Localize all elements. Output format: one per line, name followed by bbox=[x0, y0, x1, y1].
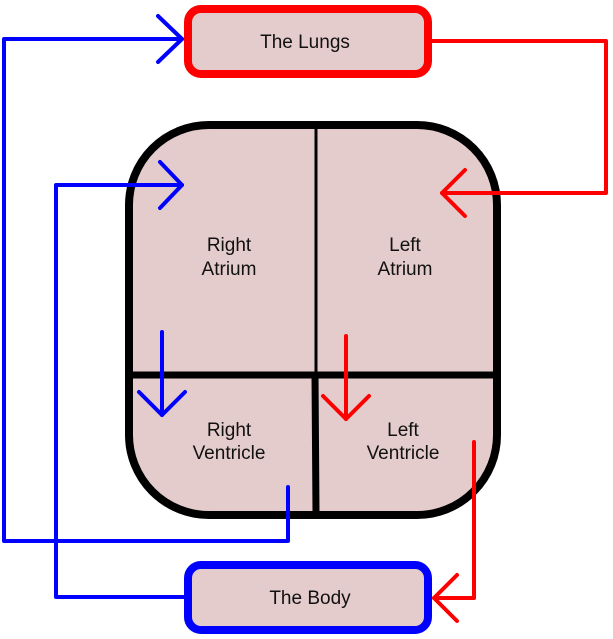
arrowhead-right-atrium-icon bbox=[158, 160, 184, 210]
arrowhead-left-atrium-icon bbox=[440, 168, 467, 218]
right-atrium-label-1: Right bbox=[207, 235, 252, 256]
arrowhead-lungs-icon bbox=[156, 14, 184, 64]
left-ventricle-label-1: Left bbox=[387, 420, 419, 441]
arrowhead-body-icon bbox=[432, 573, 459, 623]
arrowhead-left-ventricle-icon bbox=[321, 394, 371, 421]
left-atrium-label-1: Left bbox=[389, 235, 421, 256]
lungs-box bbox=[184, 5, 432, 78]
right-atrium-label-2: Atrium bbox=[202, 259, 257, 280]
right-ventricle-label-1: Right bbox=[207, 420, 252, 441]
arrowhead-right-ventricle-icon bbox=[137, 390, 187, 417]
body-label: The Body bbox=[269, 588, 351, 609]
ventricular-septum bbox=[311, 374, 320, 514]
path-lv-to-body bbox=[432, 440, 476, 600]
lungs-label: The Lungs bbox=[260, 32, 350, 53]
lungs-node: The Lungs bbox=[184, 5, 432, 78]
path-rv-to-lungs bbox=[2, 37, 290, 543]
body-node: The Body bbox=[184, 561, 432, 634]
right-ventricle-label-2: Ventricle bbox=[193, 443, 266, 464]
path-lungs-to-left-atrium bbox=[430, 39, 608, 195]
heart bbox=[125, 121, 501, 519]
heart-outline bbox=[125, 121, 501, 519]
left-atrium-label-2: Atrium bbox=[378, 259, 433, 280]
left-ventricle-label-2: Ventricle bbox=[367, 443, 440, 464]
path-body-to-right-atrium bbox=[54, 183, 190, 599]
